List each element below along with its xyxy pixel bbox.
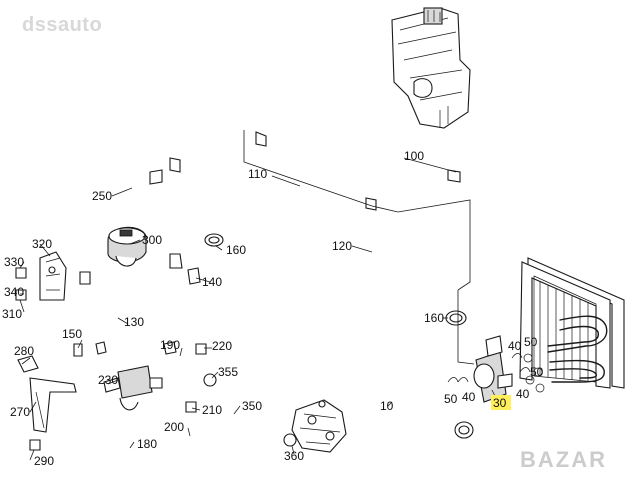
hose-100	[255, 105, 461, 183]
callout-150[interactable]: 150	[62, 327, 82, 341]
hose-120	[228, 204, 456, 304]
valve-230	[103, 365, 163, 411]
callout-110[interactable]: 110	[248, 167, 267, 181]
callout-250[interactable]: 250	[92, 189, 112, 203]
callout-270[interactable]: 270	[10, 405, 30, 419]
callout-30-highlight	[491, 395, 511, 410]
callout-190[interactable]: 190	[160, 338, 180, 352]
heater-core	[519, 257, 625, 389]
callout-140[interactable]: 140	[202, 275, 222, 289]
callout-labels: 100 110 120 130 140 150 160 160 180 190 …	[2, 149, 544, 468]
leader-lines	[19, 130, 497, 461]
hose-250	[78, 169, 166, 285]
callout-355[interactable]: 355	[218, 365, 238, 379]
watermark-bottom-right: BAZAR	[520, 447, 607, 472]
callout-130[interactable]: 130	[124, 315, 144, 329]
callout-100[interactable]: 100	[404, 149, 424, 163]
callout-320[interactable]: 320	[32, 237, 52, 251]
hose-350	[218, 392, 273, 458]
hose-10	[350, 378, 438, 462]
callout-120[interactable]: 120	[332, 239, 352, 253]
thermostat-360	[291, 399, 347, 453]
callout-280[interactable]: 280	[14, 344, 34, 358]
callout-360[interactable]: 360	[284, 449, 304, 463]
expansion-tank	[391, 7, 471, 129]
callout-290[interactable]: 290	[34, 454, 54, 468]
callout-10[interactable]: 10	[380, 399, 394, 413]
callout-350[interactable]: 350	[242, 399, 262, 413]
hose-180	[96, 422, 140, 458]
bracket-320	[39, 251, 67, 301]
watermark-top-left: dssauto	[22, 14, 103, 36]
callout-180[interactable]: 180	[137, 437, 157, 451]
callout-330[interactable]: 330	[4, 255, 24, 269]
bracket-270	[17, 355, 77, 433]
callout-160-right[interactable]: 160	[424, 311, 444, 325]
callout-230[interactable]: 230	[98, 373, 118, 387]
callout-50-top[interactable]: 50	[524, 335, 538, 349]
callout-160-top[interactable]: 160	[226, 243, 246, 257]
callout-210[interactable]: 210	[202, 403, 222, 417]
pump-300	[107, 226, 147, 267]
fittings	[15, 233, 545, 451]
callout-40-right[interactable]: 40	[516, 387, 530, 401]
callout-50-left[interactable]: 50	[444, 392, 458, 406]
callout-40-top[interactable]: 40	[508, 339, 522, 353]
callout-300[interactable]: 300	[142, 233, 162, 247]
callout-200[interactable]: 200	[164, 420, 184, 434]
callout-40-left[interactable]: 40	[462, 390, 476, 404]
callout-340[interactable]: 340	[4, 285, 24, 299]
callout-310[interactable]: 310	[2, 307, 22, 321]
valve-30	[473, 335, 513, 403]
callout-220[interactable]: 220	[212, 339, 232, 353]
hose-110	[169, 157, 377, 211]
hose-130	[82, 264, 174, 412]
callout-50-right[interactable]: 50	[530, 365, 544, 379]
callout-30[interactable]: 30	[493, 396, 507, 410]
